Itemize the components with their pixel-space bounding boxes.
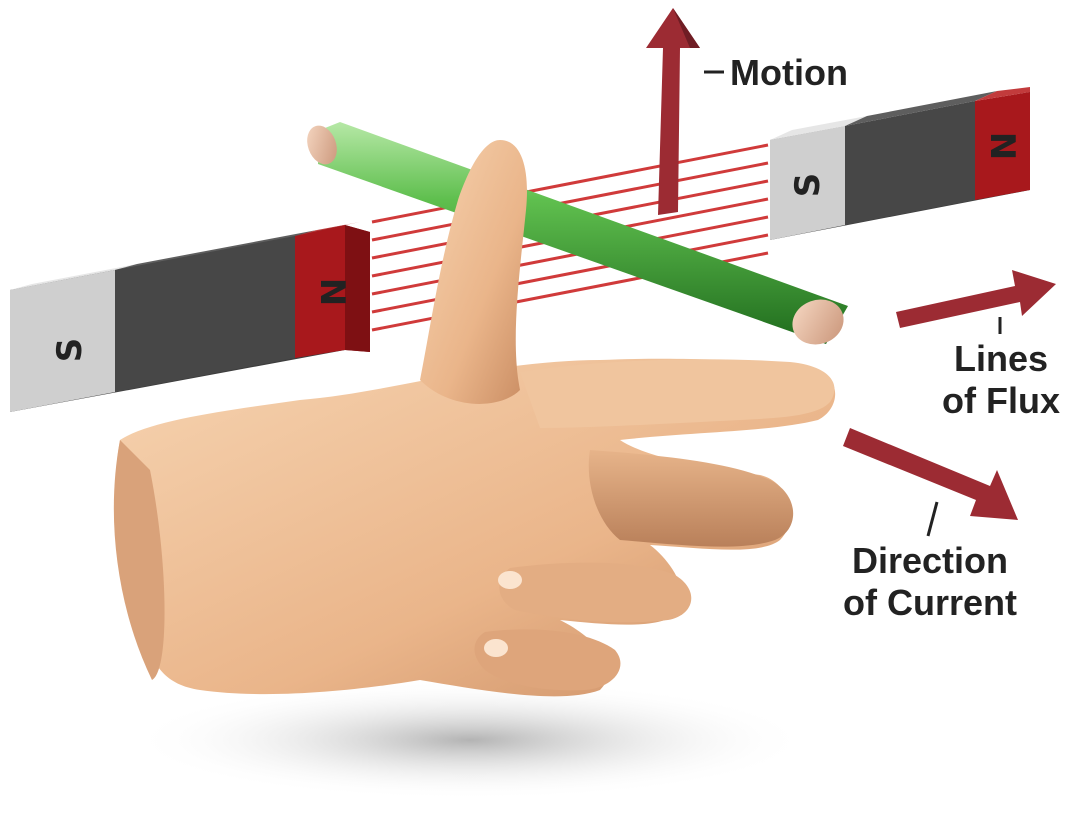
middle-finger	[589, 450, 793, 547]
flux-label-line-2: of Flux	[934, 380, 1068, 422]
right-magnet-north-label: N	[982, 132, 1022, 160]
right-magnet	[770, 87, 1030, 240]
flux-label-line-1: Lines	[934, 338, 1068, 380]
lines-of-flux-label: Lines of Flux	[934, 338, 1068, 422]
little-fingernail	[484, 639, 508, 657]
current-direction-arrow	[843, 428, 1018, 536]
motion-label: Motion	[730, 52, 848, 94]
left-magnet	[10, 222, 370, 412]
direction-of-current-label: Direction of Current	[826, 540, 1034, 624]
ring-fingernail	[498, 571, 522, 589]
flux-direction-arrow	[896, 270, 1056, 334]
hand-shadow	[130, 680, 810, 800]
right-magnet-south-label: S	[788, 173, 828, 198]
left-magnet-north-label: N	[312, 278, 352, 306]
motion-label-text: Motion	[730, 52, 848, 94]
current-label-line-1: Direction	[826, 540, 1034, 582]
current-leader-line	[928, 502, 937, 536]
left-magnet-south-label: S	[50, 338, 90, 363]
right-hand	[114, 140, 835, 696]
current-label-line-2: of Current	[826, 582, 1034, 624]
